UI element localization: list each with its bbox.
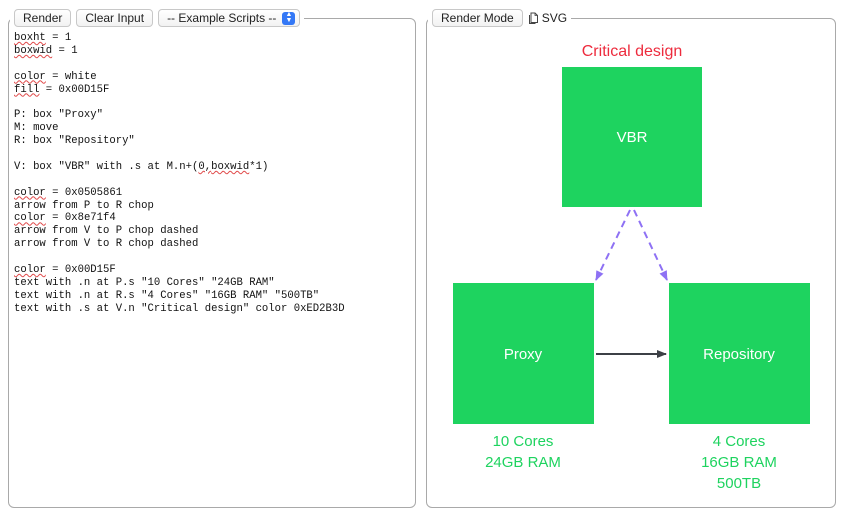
editor-line (14, 96, 410, 109)
proxy-box-label: Proxy (504, 346, 543, 363)
editor-line: color = 0x8e71f4 (14, 212, 116, 225)
clear-input-button[interactable]: Clear Input (76, 9, 154, 27)
editor-line: boxht = 1 (14, 32, 72, 44)
editor-line: color = white (14, 70, 97, 83)
repository-box (669, 283, 810, 424)
svg-format-label[interactable]: SVG (528, 11, 567, 25)
pikchr-diagram: Critical design VBR Proxy Repository 10 … (453, 43, 810, 492)
editor-line (14, 251, 410, 264)
vbr-box (562, 67, 702, 207)
repository-caption-line: 4 Cores (713, 433, 766, 450)
editor-line: arrow from V to R chop dashed (14, 238, 199, 251)
output-toolbar: Render Mode SVG (428, 8, 572, 28)
editor-line: R: box "Repository" (14, 135, 135, 148)
svg-format-text: SVG (541, 11, 568, 25)
proxy-caption-line: 24GB RAM (485, 454, 561, 471)
vbr-box-label: VBR (617, 129, 648, 146)
editor-toolbar: Render Clear Input -- Example Scripts --… (10, 8, 305, 28)
editor-line: color = 0x00D15F (14, 264, 116, 277)
example-scripts-value: -- Example Scripts -- (167, 11, 277, 25)
editor-line: text with .n at P.s "10 Cores" "24GB RAM… (14, 276, 275, 289)
proxy-box (453, 283, 594, 424)
editor-line: arrow from P to R chop (14, 199, 154, 212)
vbr-to-repository-arrow (633, 209, 668, 281)
render-mode-button[interactable]: Render Mode (432, 9, 523, 27)
document-icon (528, 12, 538, 24)
editor-line (14, 148, 410, 161)
editor-line: text with .n at R.s "4 Cores" "16GB RAM"… (14, 289, 320, 302)
editor-line (14, 58, 410, 71)
editor-line (14, 174, 410, 187)
repository-caption-line: 500TB (717, 475, 761, 492)
chevron-up-down-icon: ▲▼ (282, 11, 296, 25)
vbr-to-proxy-arrow (595, 209, 631, 281)
proxy-caption-line: 10 Cores (493, 433, 554, 450)
editor-line: M: move (14, 122, 59, 135)
example-scripts-select[interactable]: -- Example Scripts -- ▲▼ (158, 9, 301, 27)
editor-line: boxwid = 1 (14, 44, 78, 57)
repository-box-label: Repository (703, 346, 775, 363)
editor-line: arrow from V to P chop dashed (14, 225, 199, 238)
editor-line: V: box "VBR" with .s at M.n+(0,boxwid*1) (14, 160, 269, 173)
diagram-title: Critical design (582, 43, 682, 60)
editor-line: P: box "Proxy" (14, 109, 104, 122)
editor-line: fill = 0x00D15F (14, 83, 110, 96)
render-button[interactable]: Render (14, 9, 72, 27)
editor-line: text with .s at V.n "Critical design" co… (14, 302, 345, 315)
editor-line: color = 0x0505861 (14, 186, 123, 199)
repository-caption-line: 16GB RAM (701, 454, 777, 471)
